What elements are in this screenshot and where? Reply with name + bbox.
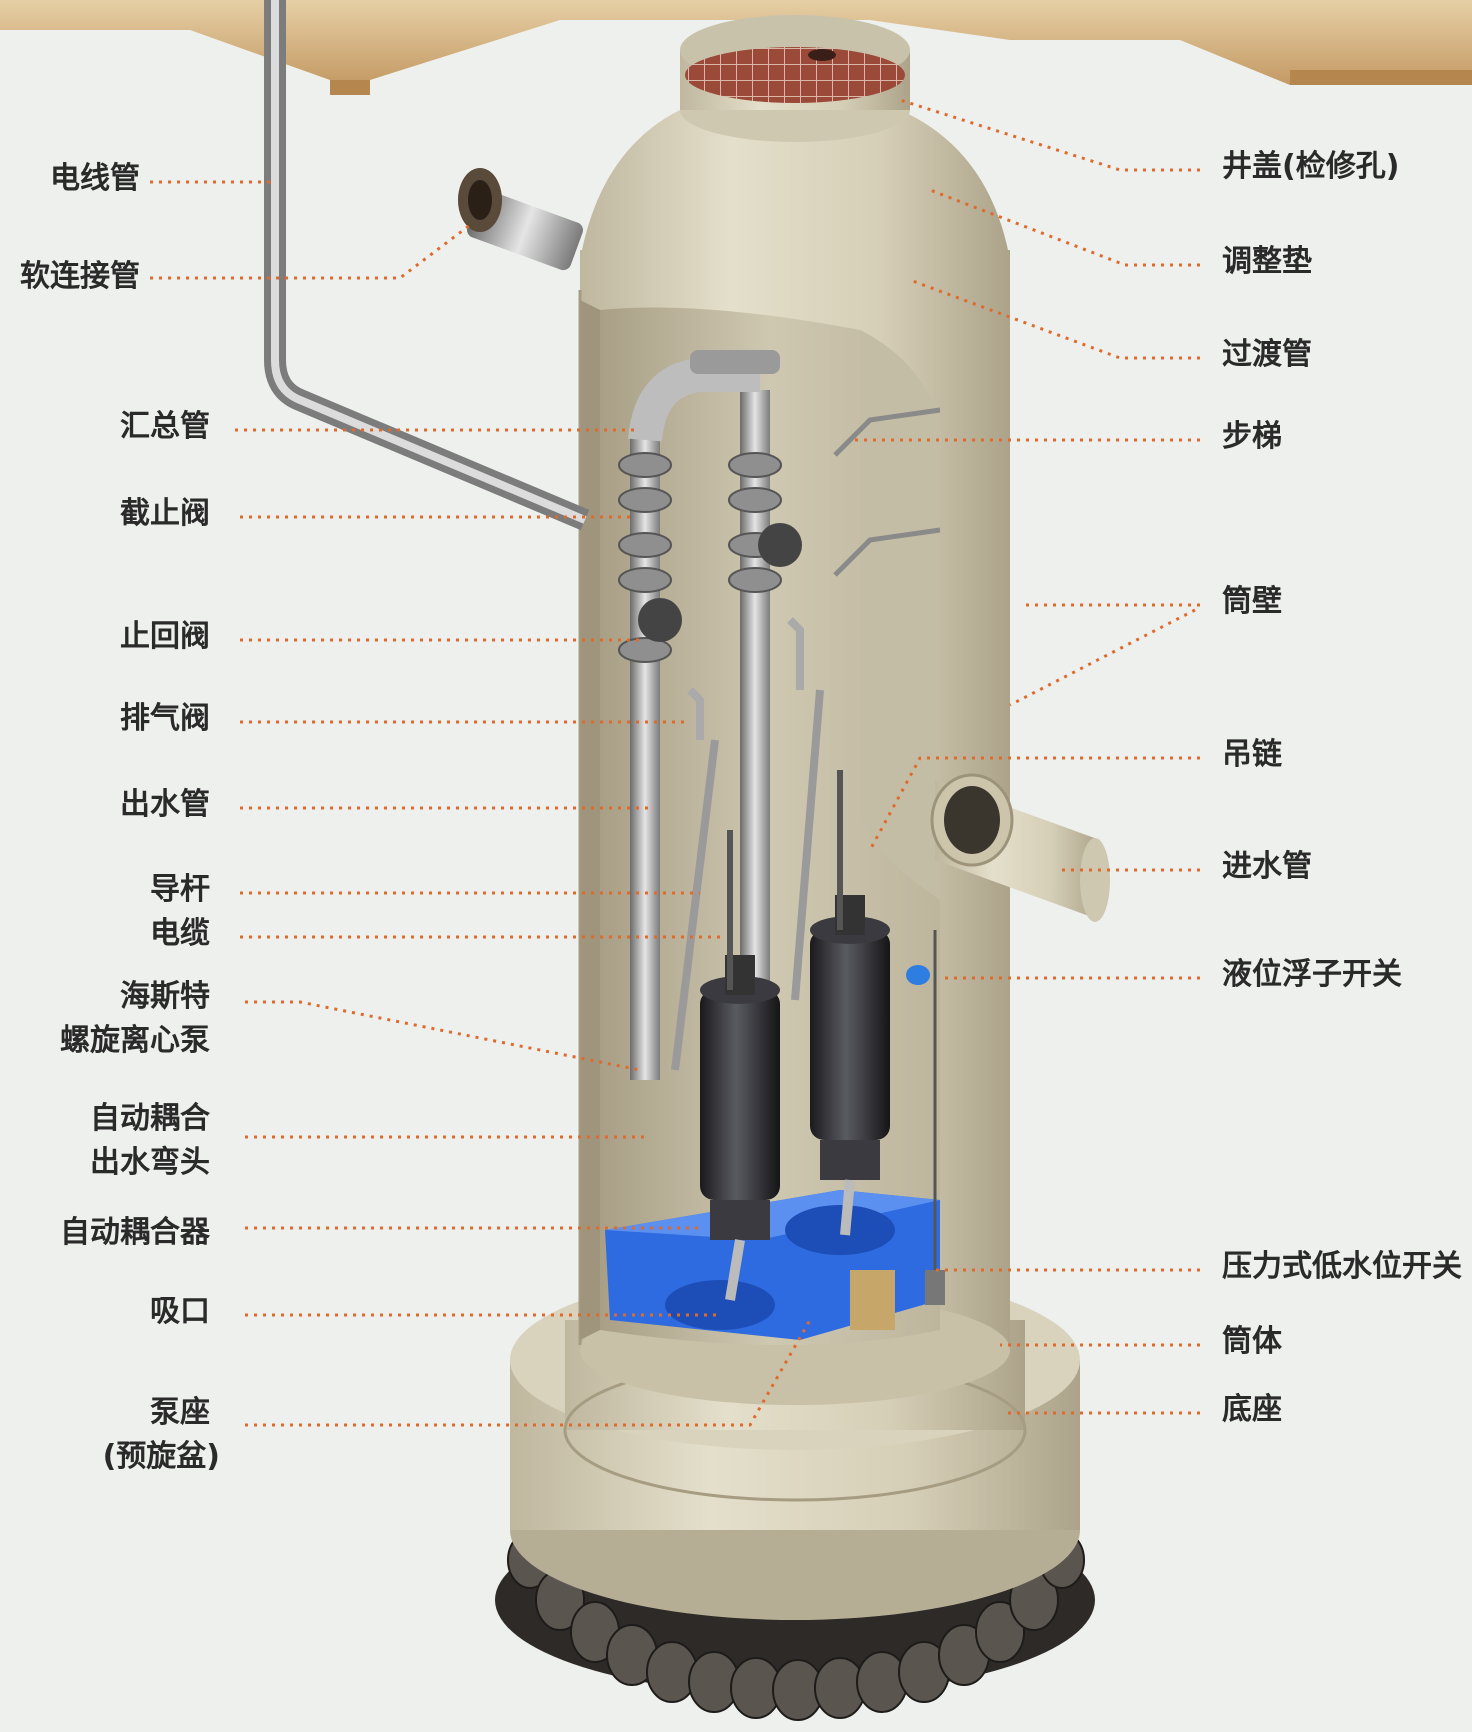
pump-left <box>700 830 780 1301</box>
label-adjust-pad: 调整垫 <box>1222 244 1312 279</box>
ground-slab <box>0 0 1472 95</box>
label-lift-chain: 吊链 <box>1222 737 1282 772</box>
label-wire-conduit: 电线管 <box>50 161 140 196</box>
label-pump-line1: 海斯特 <box>120 979 210 1014</box>
label-barrel: 筒体 <box>1222 1324 1282 1359</box>
leader-lines-right <box>850 98 1200 1415</box>
label-pump-base-line2: (预旋盆) <box>102 1439 220 1474</box>
label-inlet-pipe: 进水管 <box>1222 849 1312 884</box>
label-vent-valve: 排气阀 <box>120 701 210 736</box>
label-manhole-cover: 井盖(检修孔) <box>1222 149 1400 184</box>
label-auto-coupler: 自动耦合器 <box>60 1215 210 1250</box>
pump-right <box>810 770 890 1236</box>
label-coupling-elbow-line1: 自动耦合 <box>90 1101 210 1136</box>
label-float-switch: 液位浮子开关 <box>1222 957 1402 992</box>
label-check-valve: 止回阀 <box>120 619 210 654</box>
inlet-pipe-device <box>930 773 1110 922</box>
label-pressure-switch: 压力式低水位开关 <box>1222 1249 1462 1284</box>
label-ladder: 步梯 <box>1222 419 1282 454</box>
label-manifold: 汇总管 <box>120 409 210 444</box>
label-base: 底座 <box>1222 1392 1282 1427</box>
label-wall: 筒壁 <box>1222 584 1282 619</box>
label-soft-connector: 软连接管 <box>20 259 140 294</box>
label-pump-base-line1: 泵座 <box>150 1395 210 1430</box>
label-outlet-pipe: 出水管 <box>120 787 210 822</box>
soft-connector-pipe <box>458 168 583 271</box>
label-suction: 吸口 <box>150 1294 210 1329</box>
discharge-piping <box>618 350 824 1080</box>
wire-conduit-pipe <box>264 0 590 531</box>
label-cable: 电缆 <box>150 916 210 951</box>
float-switch-device <box>906 930 945 1305</box>
label-stop-valve: 截止阀 <box>120 496 210 531</box>
leader-lines-left <box>150 180 812 1427</box>
ladder <box>833 407 941 577</box>
label-transition-pipe: 过渡管 <box>1222 337 1312 372</box>
label-guide-rod: 导杆 <box>150 872 210 907</box>
label-pump-line2: 螺旋离心泵 <box>60 1023 210 1058</box>
label-coupling-elbow-line2: 出水弯头 <box>90 1145 210 1180</box>
